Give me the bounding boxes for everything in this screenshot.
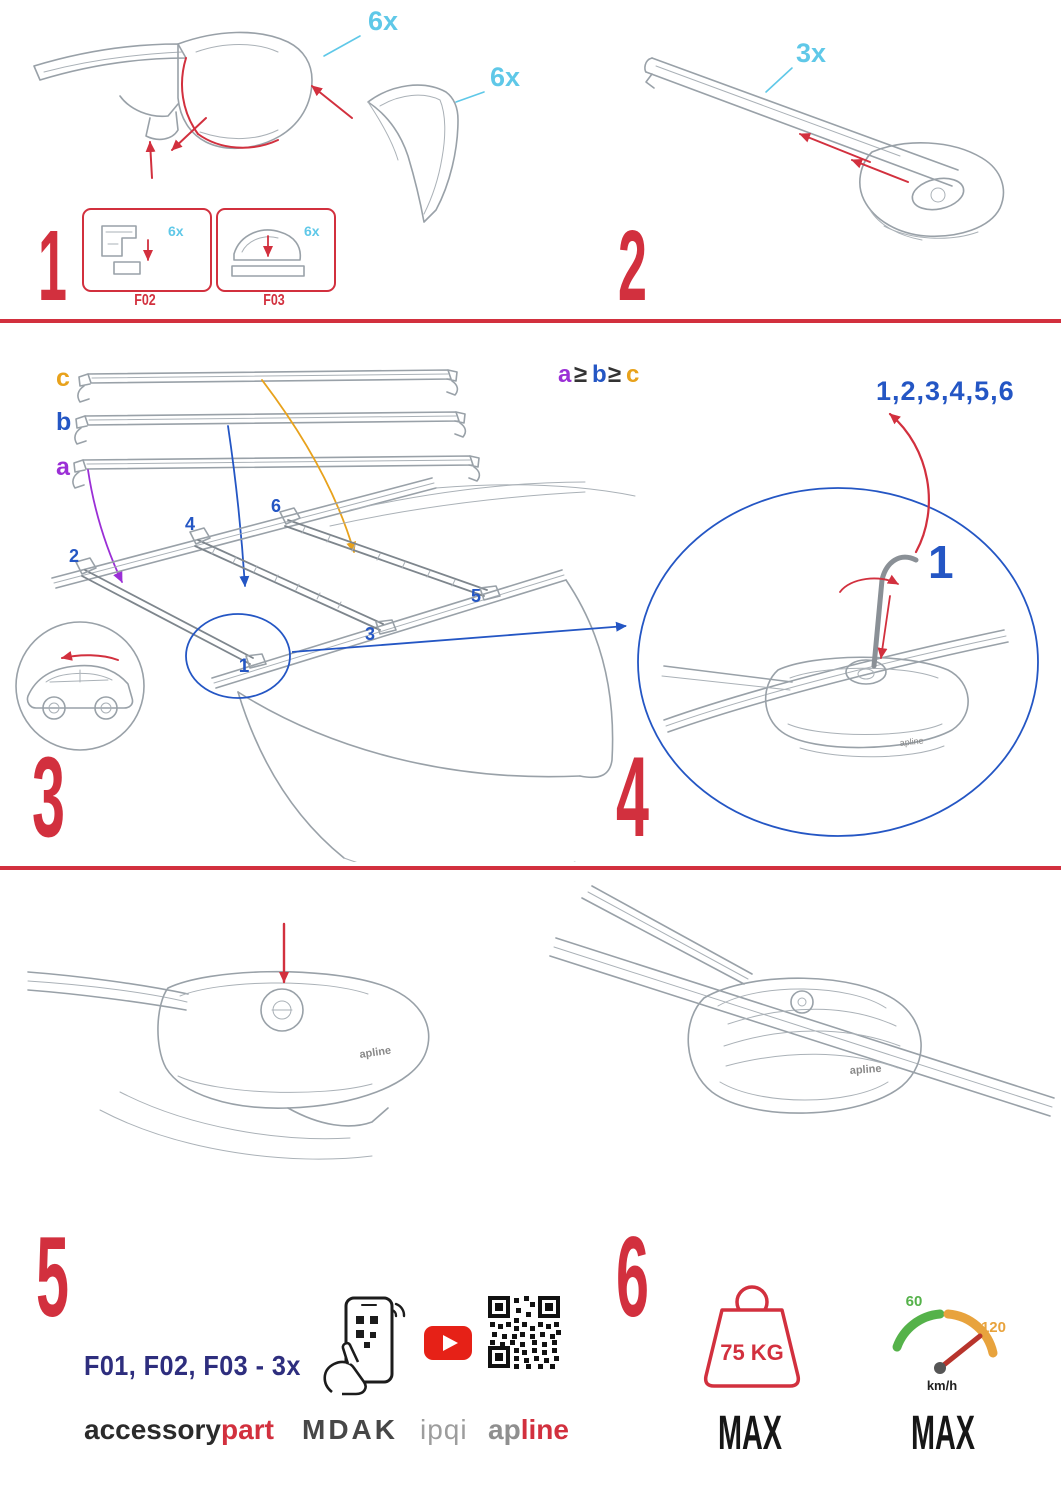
- step6-illustration: apline: [549, 885, 1055, 1117]
- tighten-first-label: 1: [928, 536, 954, 588]
- position-5-label: 5: [471, 586, 481, 606]
- f02-qty-label: 6x: [168, 223, 184, 239]
- youtube-icon: [424, 1326, 472, 1360]
- formula-gte-1: ≥: [574, 361, 587, 388]
- part-box-f03: 6x: [216, 208, 336, 292]
- step2-bar-foot-drawing: [644, 57, 1005, 241]
- insert-arrow: [877, 595, 891, 659]
- f02-part-sketch: 6x: [101, 223, 184, 275]
- brand-line-text: line: [520, 1414, 569, 1445]
- position-2-label: 2: [69, 546, 79, 566]
- step3-step4-illustration: c b a a ≥ b ≥ c: [15, 361, 1039, 862]
- step5-illustration: apline: [27, 922, 430, 1160]
- section-divider-1: [0, 319, 1061, 323]
- speed-limit-icon: 60 120 km/h: [892, 1293, 1006, 1393]
- allen-key: [871, 554, 919, 669]
- formula-a: a: [558, 361, 572, 388]
- car-roof-drawing: [51, 477, 636, 862]
- speed-high-label: 120: [981, 1319, 1006, 1336]
- step1-bar-foot-drawing: [33, 31, 353, 179]
- brand-accessorypart: accessorypart: [84, 1414, 274, 1446]
- foot-logo-text: apline: [899, 736, 924, 748]
- foot-logo-text: apline: [359, 1045, 392, 1061]
- brand-ipqi: ipqi: [420, 1414, 468, 1445]
- kit-contents-text: F01, F02, F03 - 3x: [84, 1350, 301, 1381]
- curve-b-blue: [227, 425, 250, 587]
- youtube-play-glyph: [443, 1335, 458, 1351]
- section-divider-2: [0, 866, 1061, 870]
- sequence-arrow: [888, 412, 930, 554]
- position-3-label: 3: [365, 624, 375, 644]
- foot-logo-text: apline: [849, 1063, 882, 1077]
- tighten-sequence-label: 1,2,3,4,5,6: [876, 376, 1015, 406]
- zoom-pointer-arrow: [291, 621, 627, 653]
- formula-c: c: [626, 361, 639, 388]
- position-1-label: 1: [239, 656, 250, 677]
- curve-c-orange: [261, 379, 357, 553]
- bar-a-label: a: [56, 453, 71, 481]
- weight-limit-icon: 75 KG: [703, 1285, 801, 1388]
- f02-label: F02: [134, 292, 156, 309]
- brand-apline: apline: [488, 1414, 569, 1446]
- crossbar-a-drawing: [72, 455, 481, 489]
- crossbar-b-drawing: [74, 411, 467, 445]
- f03-label: F03: [263, 292, 285, 309]
- phone-qr-scan-icon: [323, 1296, 406, 1396]
- step1-qty-foot-label: 6x: [368, 6, 398, 36]
- step1-cover-drawing: [367, 84, 459, 223]
- step4-numeral: 4: [616, 734, 649, 861]
- step3-numeral: 3: [32, 734, 65, 861]
- bar-b-label: b: [56, 408, 71, 436]
- speed-low-label: 60: [906, 1293, 923, 1310]
- formula-b: b: [592, 361, 607, 388]
- step2-numeral: 2: [618, 210, 647, 322]
- weight-max-label: MAX: [717, 1407, 782, 1460]
- weight-value-label: 75 KG: [720, 1340, 784, 1365]
- position-4-label: 4: [185, 514, 195, 534]
- formula-gte-2: ≥: [608, 361, 621, 388]
- step2-qty-label: 3x: [796, 38, 826, 68]
- step1-qty-cover-label: 6x: [490, 62, 520, 92]
- brand-ap-text: ap: [488, 1414, 521, 1445]
- rotate-arrow: [839, 574, 899, 593]
- f03-qty-label: 6x: [304, 223, 320, 239]
- qr-code-icon: [486, 1294, 562, 1370]
- car-direction-inset: [15, 621, 145, 751]
- step1-numeral: 1: [38, 210, 67, 322]
- crossbar-c-drawing: [77, 369, 459, 403]
- curve-a-purple: [87, 469, 123, 583]
- brand-accessory-text: accessory: [84, 1414, 222, 1445]
- position-1-highlight-circle: [185, 613, 291, 699]
- position-6-label: 6: [271, 496, 281, 516]
- speed-unit-label: km/h: [927, 1378, 957, 1393]
- part-box-f02: 6x: [82, 208, 212, 292]
- step4-zoom-detail: apline: [637, 487, 1039, 837]
- brand-part-text: part: [221, 1414, 274, 1445]
- bar-c-label: c: [56, 364, 70, 392]
- f03-part-sketch: 6x: [231, 223, 320, 277]
- step5-numeral: 5: [36, 1214, 69, 1341]
- size-formula: a ≥ b ≥ c: [558, 361, 639, 388]
- step6-numeral: 6: [616, 1214, 649, 1341]
- step1-step2-illustration: 6x 6x 3x: [33, 6, 1005, 241]
- speed-max-label: MAX: [910, 1407, 975, 1460]
- brand-mdak: MDAK: [302, 1414, 398, 1445]
